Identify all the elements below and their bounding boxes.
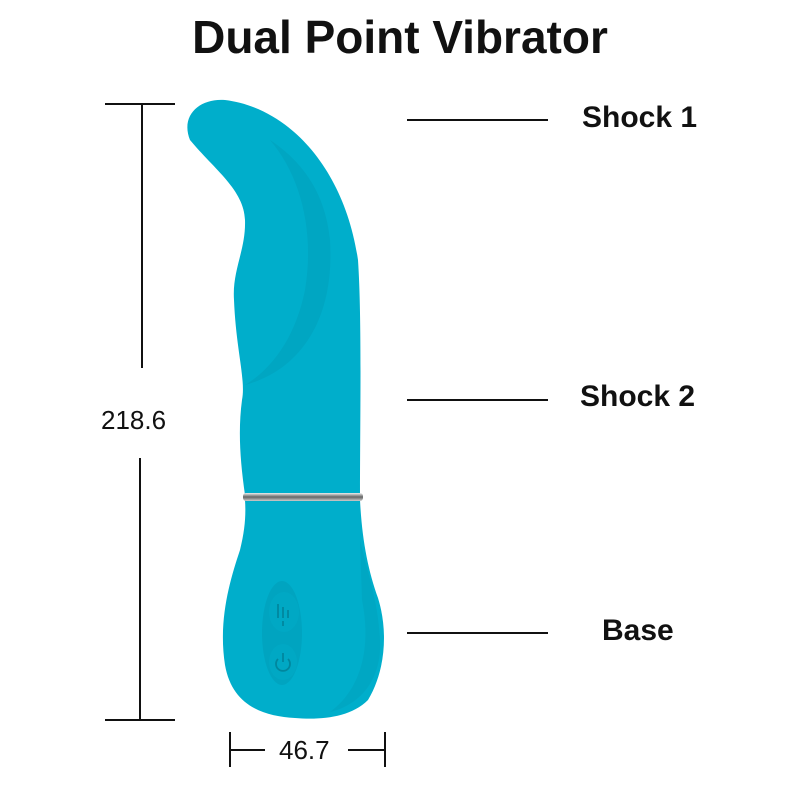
base-label: Base [602, 614, 674, 647]
shock2-label: Shock 2 [580, 380, 696, 413]
base-shading [330, 540, 381, 712]
width-dimension-line [229, 732, 386, 767]
height-value: 218.6 [101, 405, 167, 435]
height-dimension-line [105, 103, 175, 721]
power-button[interactable] [269, 644, 297, 680]
shaft-shading [245, 140, 331, 385]
vibrator-illustration [187, 99, 384, 719]
mode-icon [277, 604, 289, 626]
vibrator-base [222, 500, 384, 719]
power-icon [275, 653, 291, 672]
page-title: Dual Point Vibrator [192, 11, 608, 63]
shock1-label: Shock 1 [582, 101, 698, 134]
metal-ring [243, 493, 363, 501]
vibrator-shaft [187, 99, 361, 496]
width-value: 46.7 [279, 735, 330, 765]
mode-button[interactable] [269, 592, 299, 632]
